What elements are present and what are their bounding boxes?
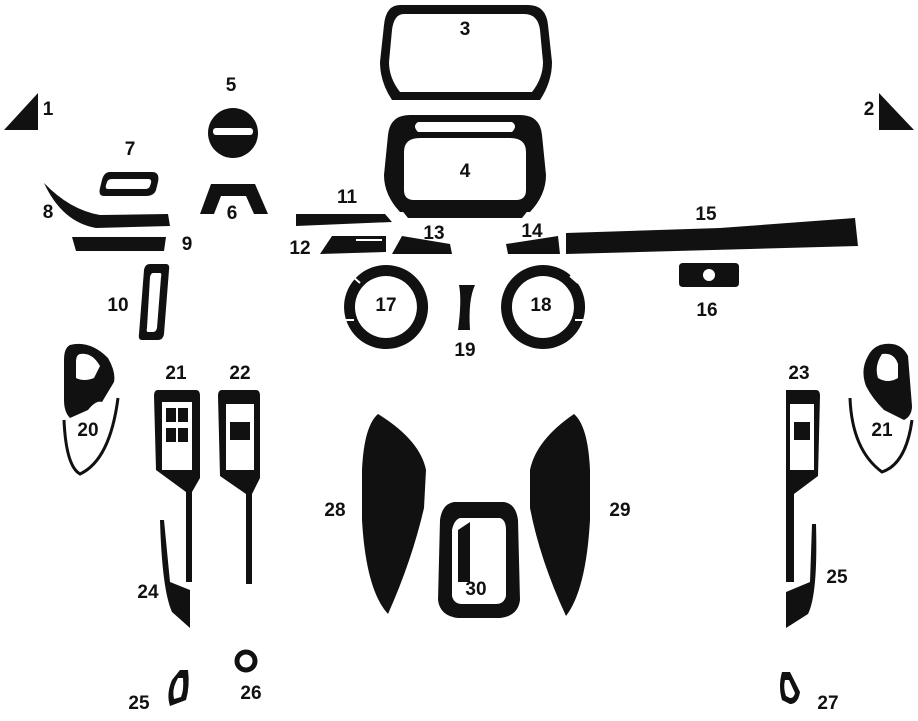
- part-22-switch: [230, 422, 250, 440]
- part-23-switch: [794, 422, 810, 440]
- label-30: 30: [465, 579, 486, 600]
- label-25-right: 25: [826, 567, 848, 588]
- part-4-center-surround: [384, 115, 546, 212]
- label-3: 3: [460, 19, 471, 40]
- part-22-switch-panel: [218, 390, 260, 584]
- label-15: 15: [695, 204, 717, 225]
- label-16: 16: [696, 300, 717, 321]
- label-1: 1: [43, 99, 54, 120]
- part-16-button-plate: [679, 263, 739, 287]
- label-14: 14: [521, 221, 543, 242]
- part-21-window-switch-panel: [154, 390, 200, 582]
- label-17: 17: [375, 295, 396, 316]
- part-15-long-dash-strip: [566, 218, 858, 254]
- label-18: 18: [530, 295, 551, 316]
- part-9-lower-bar: [72, 237, 166, 251]
- label-25-left: 25: [128, 693, 150, 714]
- label-8: 8: [43, 202, 54, 223]
- label-29: 29: [609, 500, 630, 521]
- part-11-thin-bar: [296, 214, 392, 226]
- label-4: 4: [460, 161, 471, 182]
- label-5: 5: [226, 75, 237, 96]
- part-13-small-strip: [392, 236, 452, 254]
- label-2: 2: [864, 99, 875, 120]
- label-23: 23: [788, 363, 809, 384]
- label-13: 13: [423, 223, 444, 244]
- part-26-small-ring: [234, 649, 258, 673]
- part-7-rounded-frame: [99, 172, 159, 196]
- part-25-right-door-strip: [786, 524, 817, 628]
- label-27: 27: [817, 693, 838, 714]
- part-29-console-side-right: [530, 414, 590, 616]
- label-12: 12: [289, 238, 310, 259]
- label-9: 9: [182, 234, 193, 255]
- label-21-right: 21: [871, 420, 893, 441]
- label-19: 19: [454, 340, 475, 361]
- label-28: 28: [324, 500, 345, 521]
- part-21-switch-3: [166, 428, 176, 442]
- part-4-bottom-tab: [400, 208, 530, 218]
- label-26: 26: [240, 683, 261, 704]
- part-21-switch-1: [166, 408, 176, 422]
- part-21-switch-2: [178, 408, 188, 422]
- part-2-right-triangle: [879, 93, 914, 130]
- part-1-left-triangle: [4, 93, 38, 130]
- part-24-door-strip: [160, 520, 190, 628]
- label-21-left: 21: [165, 363, 187, 384]
- label-20: 20: [77, 420, 98, 441]
- label-22: 22: [229, 363, 250, 384]
- part-17-ring-gap-2: [351, 275, 361, 284]
- label-11: 11: [337, 187, 358, 208]
- part-21-switch-4: [178, 428, 188, 442]
- part-20-door-bezel: [64, 343, 115, 418]
- part-19-hourglass: [458, 285, 475, 330]
- part-6-bracket: [200, 184, 268, 214]
- part-21-right-door-bezel: [863, 343, 912, 420]
- part-4-top-vent-slot: [415, 122, 515, 132]
- label-6: 6: [227, 203, 238, 224]
- part-20-lower-arc: [62, 397, 120, 476]
- part-5-knob-slot: [213, 128, 253, 135]
- part-30-inner-piece: [458, 522, 470, 582]
- part-14-small-strip: [506, 236, 560, 254]
- part-8-swoosh-trim: [44, 183, 170, 228]
- label-10: 10: [107, 295, 128, 316]
- part-30-shifter-surround: [438, 502, 520, 618]
- part-3-screen-frame: [380, 5, 552, 100]
- part-28-console-side-left: [362, 414, 426, 614]
- label-7: 7: [125, 139, 136, 160]
- part-12-trim-strip: [320, 236, 386, 254]
- part-10-vent-bezel: [138, 264, 170, 340]
- label-24: 24: [137, 582, 159, 603]
- part-25-left-small-tab: [168, 670, 189, 706]
- part-21-right-lower-arc: [848, 397, 914, 474]
- part-23-switch-panel: [786, 390, 820, 582]
- part-18-ring-gap-2: [569, 275, 579, 284]
- part-27-small-tab: [780, 672, 800, 704]
